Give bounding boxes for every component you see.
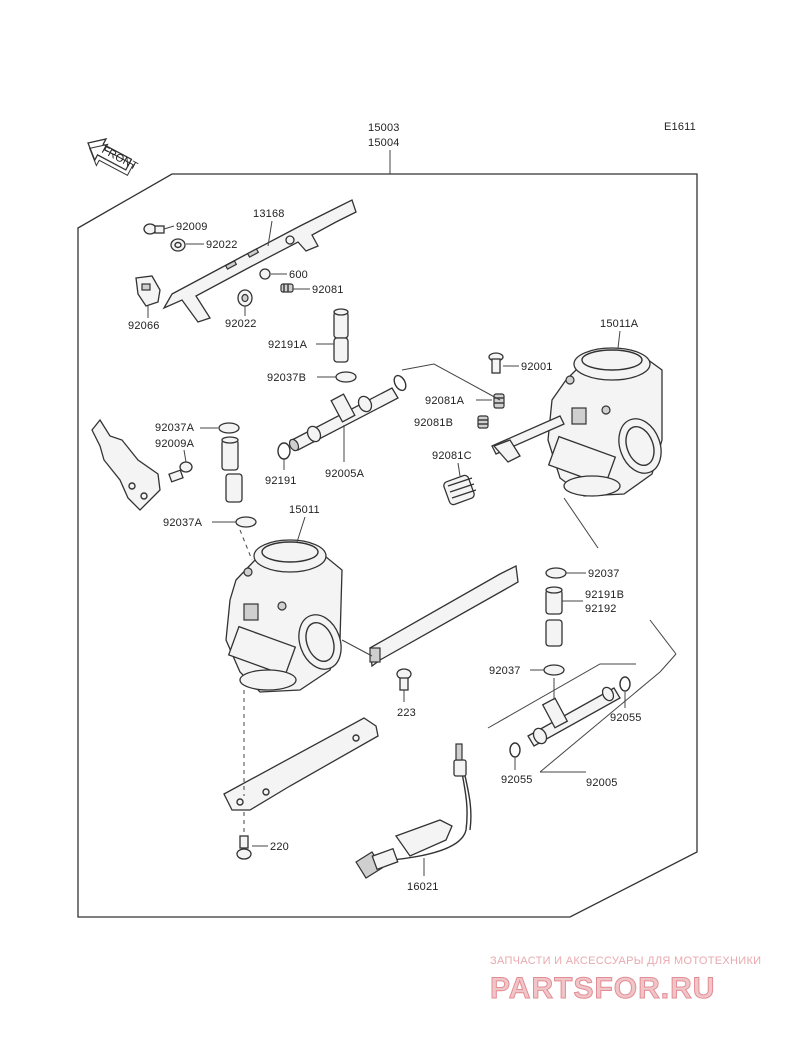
- label-92001: 92001: [521, 361, 553, 373]
- screw-92001: [488, 352, 504, 374]
- spring-92081A: [493, 393, 505, 409]
- label-92081C: 92081C: [432, 450, 472, 462]
- linkage-bar-upper: [369, 565, 519, 668]
- spring-92081: [280, 283, 294, 293]
- label-92009: 92009: [176, 221, 208, 233]
- clip-92066: [135, 275, 161, 307]
- label-92005A: 92005A: [325, 468, 365, 480]
- screw-92009A: [168, 461, 193, 483]
- label-92037: 92037: [588, 568, 620, 580]
- label-220: 220: [270, 841, 289, 853]
- label-15011A: 15011A: [600, 318, 639, 330]
- label-92066: 92066: [128, 320, 160, 332]
- washer-92022-bottom: [237, 289, 253, 307]
- tube-15011-fuel: [221, 436, 243, 503]
- ball-600: [259, 268, 271, 280]
- oring-92055-left: [509, 742, 521, 758]
- oring-92191: [277, 442, 291, 460]
- label-92191: 92191: [265, 475, 297, 487]
- bracket-13168: [162, 199, 357, 323]
- clamp-92037: [545, 567, 567, 579]
- assembly-outline: [77, 173, 698, 918]
- label-600: 600: [289, 269, 308, 281]
- screw-223: [396, 668, 412, 691]
- clamp-92037A-mid: [235, 516, 257, 528]
- tube-92191A: [333, 308, 349, 363]
- label-223: 223: [397, 707, 416, 719]
- carburetor-15011: [225, 539, 343, 693]
- label-92037A-top: 92037A: [155, 422, 195, 434]
- assembly-label-15003: 15003: [368, 122, 400, 134]
- label-92037-lower: 92037: [489, 665, 521, 677]
- screw-92009: [143, 223, 165, 235]
- label-15011: 15011: [289, 504, 320, 516]
- label-16021: 16021: [407, 881, 439, 893]
- screw-220: [236, 835, 252, 860]
- label-13168: 13168: [253, 208, 285, 220]
- label-92081B: 92081B: [414, 417, 453, 429]
- diagram-code: E1611: [664, 121, 696, 133]
- watermark-brand: PARTSFOR.RU: [490, 972, 715, 1005]
- clamp-92037A-top: [218, 422, 240, 434]
- label-92055-left: 92055: [501, 774, 533, 786]
- oring-92055-right: [619, 676, 631, 692]
- cable-16021: [355, 743, 472, 879]
- tube-92191B: [545, 586, 563, 647]
- label-92022-bottom: 92022: [225, 318, 257, 330]
- linkage-bar-lower: [223, 717, 379, 811]
- label-92022-top: 92022: [206, 239, 238, 251]
- spring-92081C: [443, 474, 477, 506]
- carburetor-15011A: [491, 347, 663, 497]
- assembly-label-15004: 15004: [368, 137, 400, 149]
- label-92191B: 92191B: [585, 589, 624, 601]
- fitting-92005A: [288, 387, 399, 452]
- label-92037A-mid: 92037A: [163, 517, 203, 529]
- label-92037B: 92037B: [267, 372, 306, 384]
- washer-92022-top: [170, 238, 186, 252]
- fitting-92005: [527, 686, 621, 747]
- label-92081: 92081: [312, 284, 344, 296]
- bracket-left: [91, 418, 161, 511]
- clamp-92037B: [335, 371, 357, 383]
- label-92009A: 92009A: [155, 438, 195, 450]
- oring-92005A-right: [393, 374, 407, 392]
- label-92192: 92192: [585, 603, 617, 615]
- spring-92081B: [477, 415, 489, 429]
- label-92005: 92005: [586, 777, 618, 789]
- front-arrow-icon: [87, 138, 134, 176]
- label-92081A: 92081A: [425, 395, 465, 407]
- clamp-92037-lower: [543, 664, 565, 676]
- watermark-tagline: ЗАПЧАСТИ И АКСЕССУАРЫ ДЛЯ МОТОТЕХНИКИ: [490, 955, 761, 967]
- label-92191A: 92191A: [268, 339, 308, 351]
- label-92055-right: 92055: [610, 712, 642, 724]
